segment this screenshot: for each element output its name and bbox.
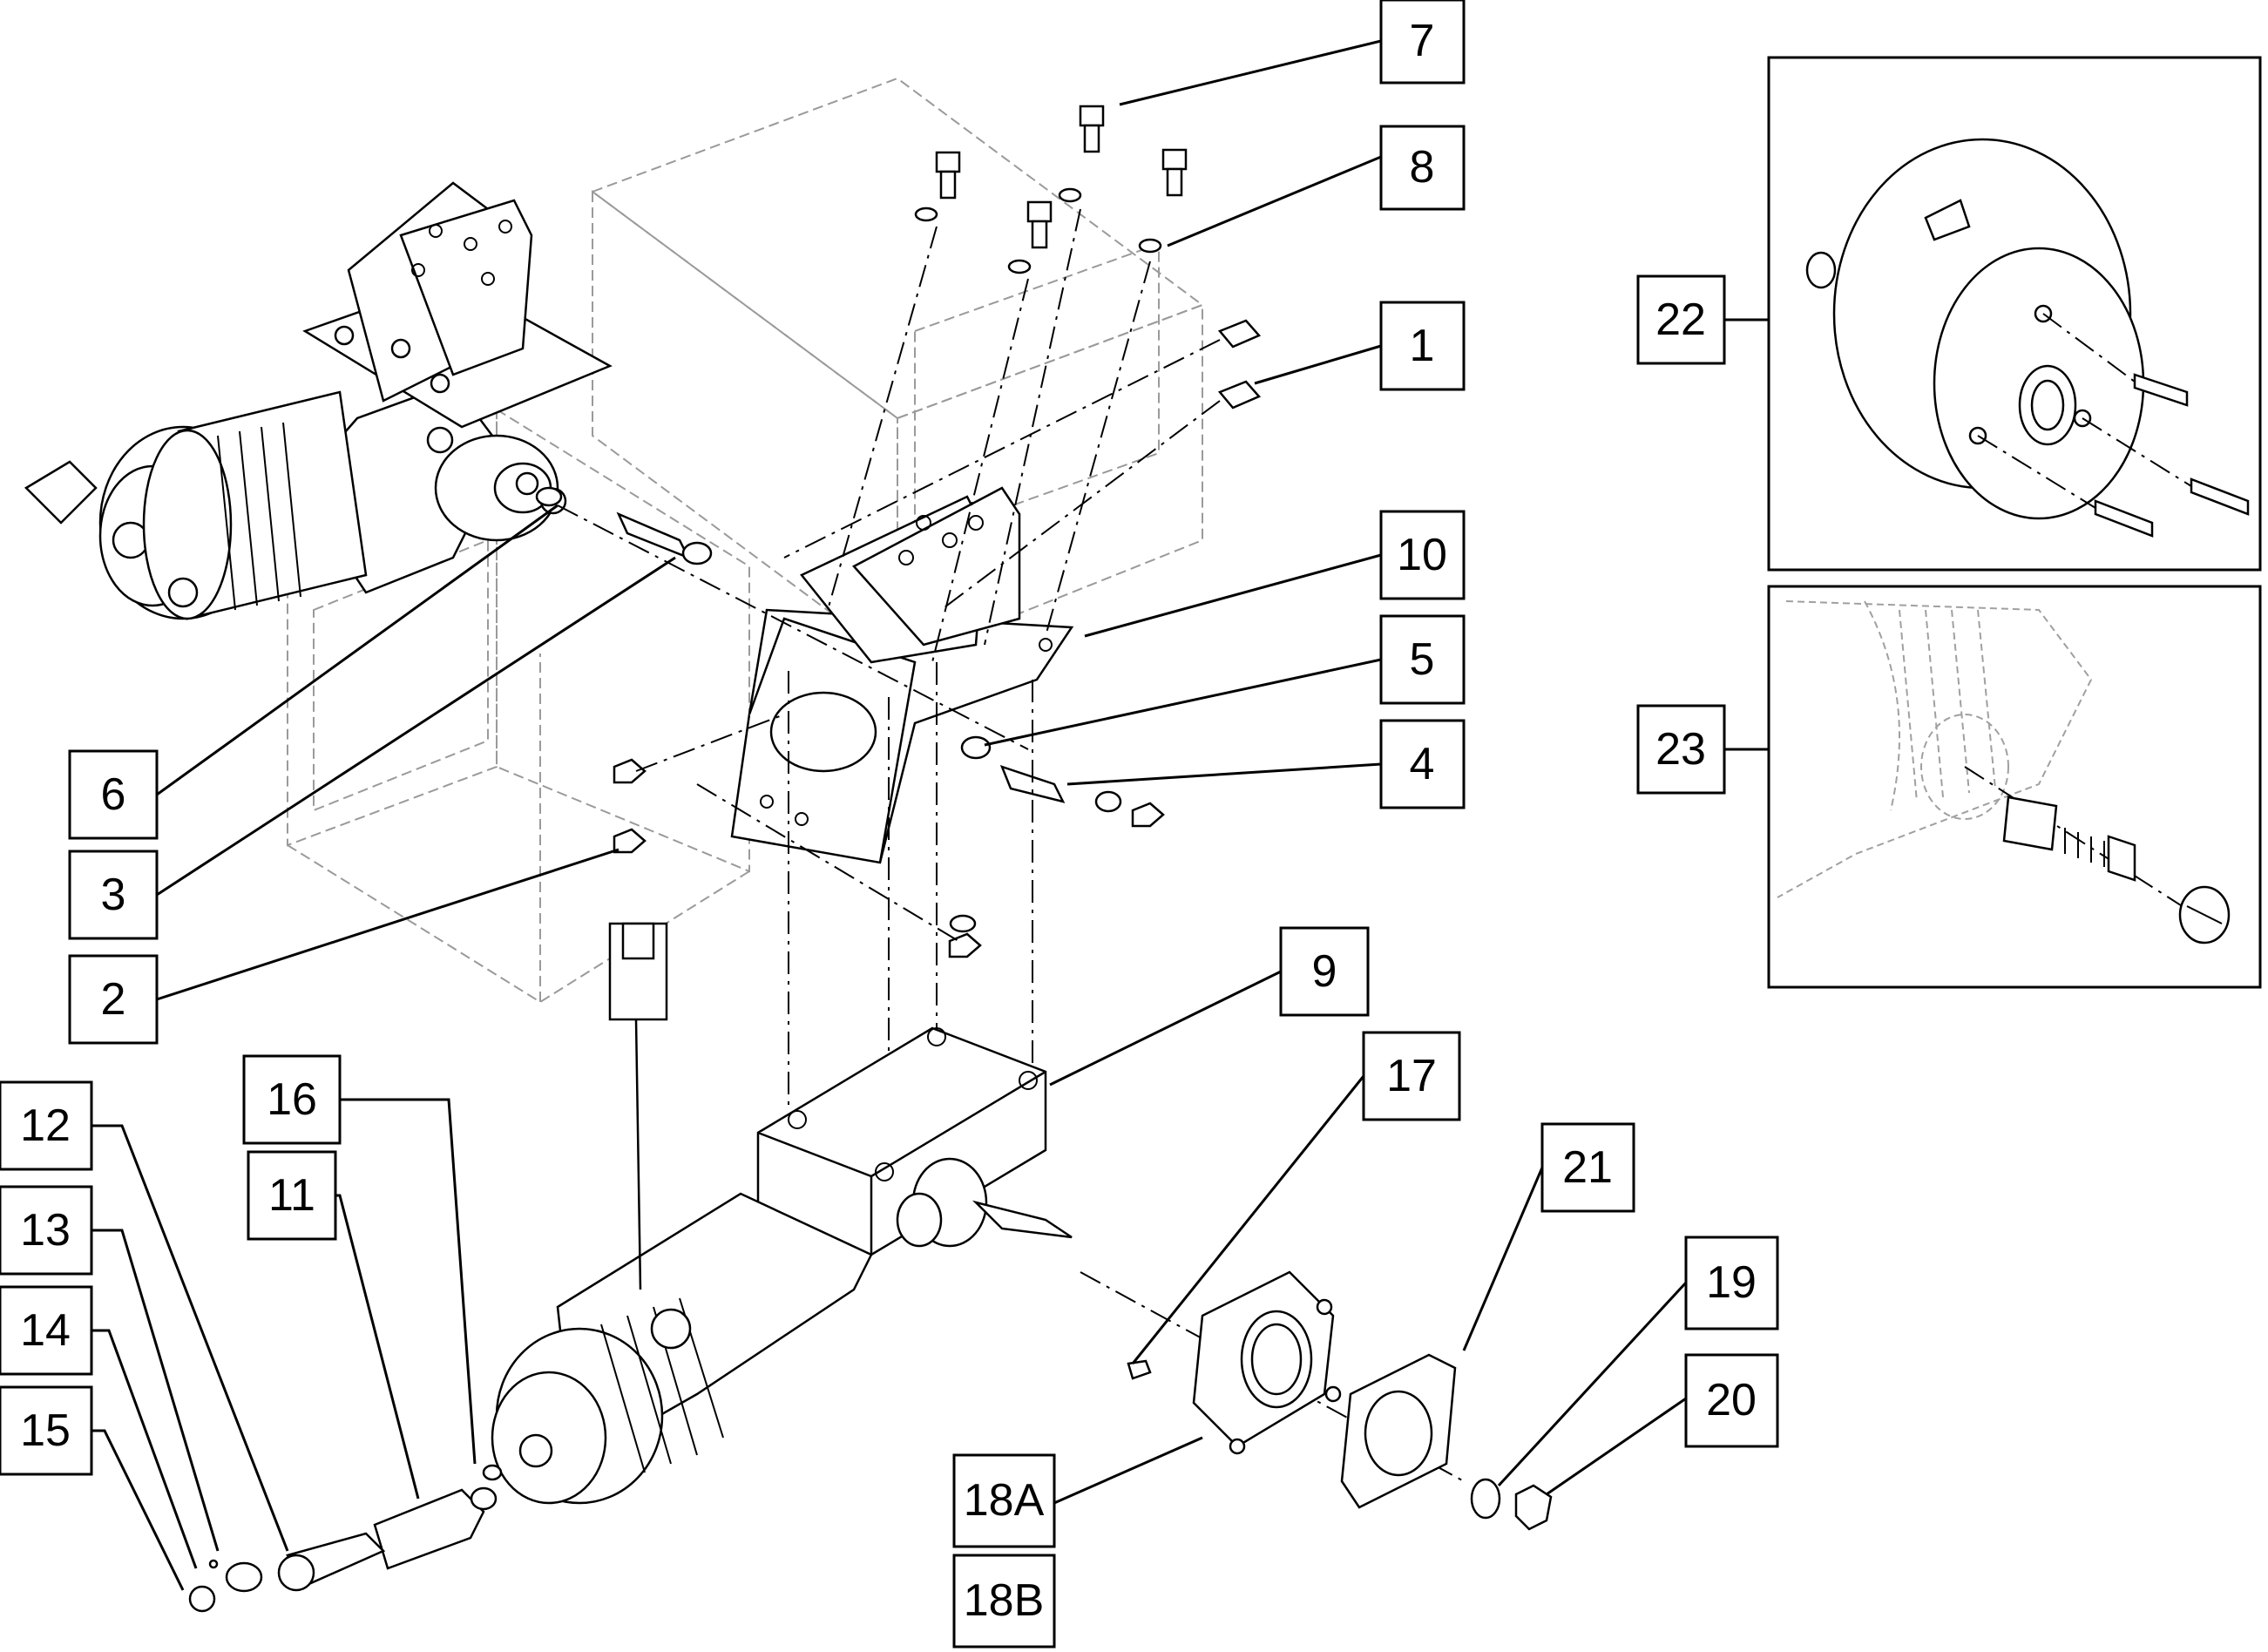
svg-text:21: 21: [1562, 1142, 1613, 1193]
callout-10: 10: [1379, 510, 1466, 600]
fasteners-top: [535, 105, 1262, 958]
svg-text:13: 13: [20, 1205, 71, 1256]
callout-22: 22: [1636, 274, 1726, 365]
svg-text:12: 12: [20, 1100, 71, 1151]
svg-text:7: 7: [1410, 16, 1435, 66]
svg-text:3: 3: [101, 870, 126, 920]
callout-16: 16: [242, 1054, 342, 1145]
callout-9: 9: [1279, 926, 1370, 1017]
callout-3: 3: [68, 850, 159, 940]
svg-text:22: 22: [1655, 295, 1706, 345]
svg-text:18A: 18A: [964, 1475, 1045, 1526]
svg-text:10: 10: [1397, 530, 1447, 580]
callout-14: 14: [0, 1285, 93, 1376]
callout-11: 11: [247, 1150, 337, 1241]
callout-2: 2: [68, 954, 159, 1045]
centre-mounting-bracket: [730, 486, 1074, 864]
svg-text:11: 11: [268, 1170, 315, 1221]
svg-text:18B: 18B: [964, 1575, 1045, 1626]
callout-5: 5: [1379, 614, 1466, 705]
lower-motor-gearbox: [188, 662, 1073, 1613]
callout-4: 4: [1379, 719, 1466, 809]
inset-22-brake: [1767, 56, 2262, 572]
svg-text:9: 9: [1312, 946, 1337, 997]
callout-7: 7: [1379, 0, 1466, 85]
svg-text:2: 2: [101, 974, 126, 1025]
svg-text:1: 1: [1410, 321, 1435, 371]
inset-23-brush: [1767, 585, 2262, 989]
callout-17: 17: [1362, 1031, 1461, 1121]
callout-20: 20: [1684, 1353, 1779, 1448]
callout-1: 1: [1379, 301, 1466, 391]
svg-text:5: 5: [1410, 634, 1435, 685]
hub-assembly: [1080, 1270, 1553, 1531]
callout-23: 23: [1636, 704, 1726, 795]
svg-text:23: 23: [1655, 724, 1706, 775]
svg-text:16: 16: [267, 1074, 317, 1125]
svg-text:19: 19: [1706, 1257, 1757, 1308]
callout-19: 19: [1684, 1236, 1779, 1330]
svg-text:17: 17: [1386, 1051, 1437, 1101]
callout-13: 13: [0, 1185, 93, 1276]
svg-text:6: 6: [101, 769, 126, 820]
callout-18b: 18B: [952, 1554, 1056, 1649]
callout-6: 6: [68, 749, 159, 840]
upper-motor-assembly: [24, 181, 613, 620]
svg-text:14: 14: [20, 1305, 71, 1356]
svg-text:20: 20: [1706, 1375, 1757, 1425]
callout-18a: 18A: [952, 1453, 1056, 1548]
callout-15: 15: [0, 1385, 93, 1476]
svg-text:15: 15: [20, 1405, 71, 1456]
svg-text:8: 8: [1410, 142, 1435, 193]
callout-8: 8: [1379, 125, 1466, 211]
callout-12: 12: [0, 1080, 93, 1171]
callout-21: 21: [1540, 1122, 1635, 1213]
svg-text:4: 4: [1410, 739, 1435, 789]
